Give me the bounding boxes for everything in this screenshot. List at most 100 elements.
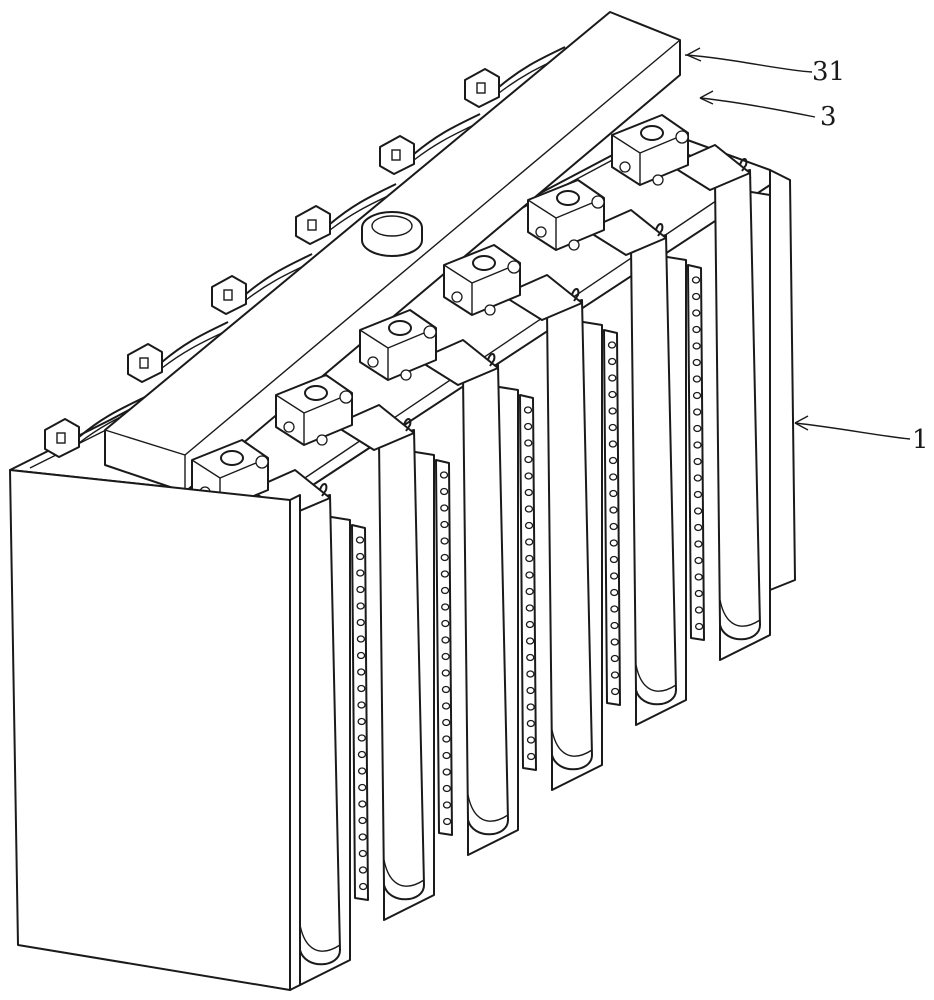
manifold-port — [361, 211, 423, 257]
vent-hole — [524, 505, 534, 513]
connector-bolt — [652, 174, 664, 186]
vent-hole — [523, 406, 533, 414]
vent-hole — [355, 552, 365, 561]
vent-hole — [357, 701, 366, 709]
vent-hole — [356, 569, 365, 577]
clip-slot — [391, 149, 401, 161]
vent-hole — [358, 783, 367, 792]
leader-lines — [684, 47, 911, 440]
vent-hole — [358, 882, 368, 891]
vent-hole — [526, 703, 535, 711]
connector-bolt — [451, 291, 463, 303]
callout-connector-row: 3 — [820, 102, 837, 132]
vent-hole — [694, 589, 703, 598]
clip-body — [379, 135, 415, 175]
connector-block-edges — [275, 392, 353, 445]
vent-hole — [692, 358, 701, 367]
vent-hole — [610, 671, 620, 679]
connector-block — [359, 309, 437, 381]
riser-tube — [546, 299, 593, 771]
vent-hole — [357, 734, 366, 742]
vent-hole — [609, 555, 619, 564]
vent-hole — [695, 622, 704, 631]
riser-tube — [630, 234, 677, 706]
vent-hole — [693, 408, 702, 416]
vent-hole — [524, 439, 533, 447]
connector-cap — [220, 450, 244, 466]
vent-hole — [439, 471, 449, 479]
connector-block-edges — [611, 132, 689, 185]
vent-hole — [524, 422, 533, 431]
vent-hole — [526, 670, 535, 678]
vent-hole — [525, 554, 534, 563]
connector-cap — [304, 385, 328, 401]
vent-hole — [610, 621, 619, 630]
vent-hole — [609, 506, 618, 514]
vent-hole — [692, 391, 702, 400]
clip-slot — [223, 289, 233, 301]
connector-bolt — [568, 239, 580, 251]
riser-tube — [462, 364, 509, 836]
vent-hole — [440, 570, 450, 578]
clip-slot — [307, 219, 317, 231]
connector-tube — [501, 274, 583, 321]
connector-block — [527, 179, 605, 251]
manifold-bar — [104, 11, 681, 493]
vent-hole — [608, 407, 617, 415]
clip-slot — [476, 82, 486, 94]
vent-hole — [608, 374, 617, 382]
connector-cap — [388, 320, 412, 336]
vent-hole — [610, 588, 619, 597]
vent-hole — [524, 455, 533, 464]
connector-tube — [417, 339, 499, 386]
vent-hole — [358, 833, 367, 841]
clip-cable — [161, 321, 229, 363]
vent-hole — [526, 719, 535, 728]
connector-bolt — [619, 161, 631, 173]
vent-hole — [442, 784, 452, 793]
vent-hole — [439, 487, 449, 496]
vent-hole — [357, 717, 366, 726]
riser-tube-foot — [467, 794, 509, 822]
vent-hole — [609, 539, 618, 547]
vent-hole — [356, 635, 366, 643]
connector-side-port — [339, 390, 353, 404]
vent-hole — [694, 556, 703, 565]
callout-battery-case: 1 — [912, 425, 929, 455]
riser-tube-foot — [299, 924, 341, 952]
vent-hole — [610, 638, 619, 646]
vent-hole — [693, 424, 702, 433]
vent-hole — [691, 276, 701, 284]
rear-clip-2 — [127, 321, 229, 383]
vent-hole — [692, 309, 701, 317]
vent-hole — [442, 801, 452, 809]
cell-hook — [571, 288, 580, 302]
connector-cap — [472, 255, 496, 271]
vent-hole — [609, 473, 618, 481]
vent-hole — [357, 750, 367, 759]
riser-tube-foot — [719, 599, 761, 627]
vent-strip — [519, 394, 537, 771]
vent-hole — [693, 441, 702, 449]
riser-tube-foot — [551, 729, 593, 757]
battery-case-front — [9, 169, 796, 991]
vent-hole — [525, 571, 534, 579]
rear-clip-5 — [379, 113, 481, 175]
connector-block-edges — [359, 327, 437, 380]
vent-hole — [356, 618, 365, 627]
vent-strip — [351, 524, 369, 901]
connector-side-port — [423, 325, 437, 339]
vent-hole — [527, 752, 536, 761]
battery-cell-5 — [527, 179, 705, 726]
vent-hole — [526, 653, 535, 662]
vent-hole — [609, 522, 618, 531]
vent-hole — [442, 768, 451, 776]
vent-hole — [440, 586, 450, 595]
riser-tube — [378, 429, 425, 901]
vent-hole — [356, 651, 366, 660]
vent-hole — [358, 816, 367, 825]
vent-hole — [694, 606, 704, 614]
vent-hole — [441, 619, 450, 628]
connector-bolt — [316, 434, 328, 446]
vent-strip — [603, 329, 621, 706]
